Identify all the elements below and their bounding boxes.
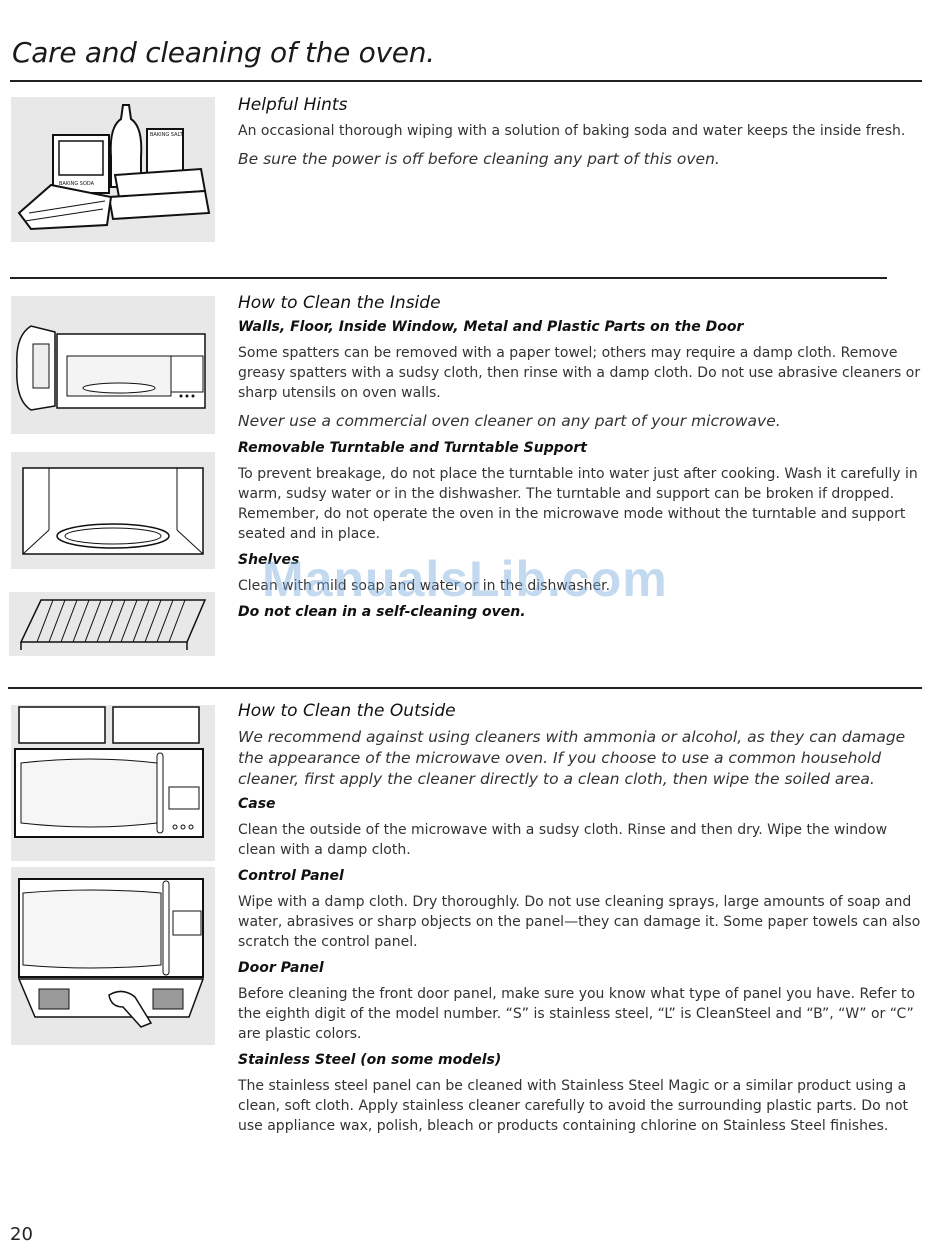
clean-inside-heading: How to Clean the Inside [238,293,441,313]
clean-outside-section: How to Clean the Outside We recommend ag… [238,701,928,1144]
stainless-steel-text: The stainless steel panel can be cleaned… [238,1078,909,1134]
watermark: ManualsLib.com [262,551,668,607]
power-off-warning: Be sure the power is off before cleaning… [238,150,720,168]
turntable-illustration [11,452,215,569]
turntable-text: To prevent breakage, do not place the tu… [238,466,918,542]
clean-outside-heading: How to Clean the Outside [238,701,456,721]
shelf-rack-illustration [9,592,215,656]
case-subheading: Case [238,796,276,812]
page-title: Care and cleaning of the oven. [12,36,435,69]
stainless-steel-subheading: Stainless Steel (on some models) [238,1052,502,1068]
svg-text:BAKING SODA: BAKING SODA [59,181,95,187]
microwave-under-cabinet-illustration [11,705,215,861]
control-panel-text: Wipe with a damp cloth. Dry thoroughly. … [238,894,921,950]
microwave-vent-cleaning-illustration [11,867,215,1045]
case-text: Clean the outside of the microwave with … [238,822,888,858]
open-microwave-illustration [11,296,215,434]
helpful-hints-text: An occasional thorough wiping with a sol… [238,123,906,139]
self-clean-warning: Do not clean in a self-cleaning oven. [238,604,526,620]
ammonia-warning: We recommend against using cleaners with… [238,728,906,788]
clean-inside-section: How to Clean the Inside Walls, Floor, In… [238,293,928,628]
control-panel-subheading: Control Panel [238,868,344,884]
svg-text:BAKING SALT: BAKING SALT [150,132,184,138]
door-panel-subheading: Door Panel [238,960,324,976]
section-rule-1 [10,277,887,279]
walls-subheading: Walls, Floor, Inside Window, Metal and P… [238,319,744,335]
page-number: 20 [10,1224,33,1245]
commercial-cleaner-warning: Never use a commercial oven cleaner on a… [238,412,781,430]
shelves-subheading: Shelves [238,552,300,568]
shelves-text: Clean with mild soap and water or in the… [238,578,611,594]
cleaning-supplies-illustration: BAKING SODA BAKING SALT [11,97,215,242]
turntable-subheading: Removable Turntable and Turntable Suppor… [238,440,587,456]
helpful-hints-section: Helpful Hints An occasional thorough wip… [238,95,928,178]
walls-text: Some spatters can be removed with a pape… [238,345,921,401]
title-rule [10,80,922,82]
section-rule-2 [8,687,922,689]
door-panel-text: Before cleaning the front door panel, ma… [238,986,916,1042]
helpful-hints-heading: Helpful Hints [238,95,348,115]
